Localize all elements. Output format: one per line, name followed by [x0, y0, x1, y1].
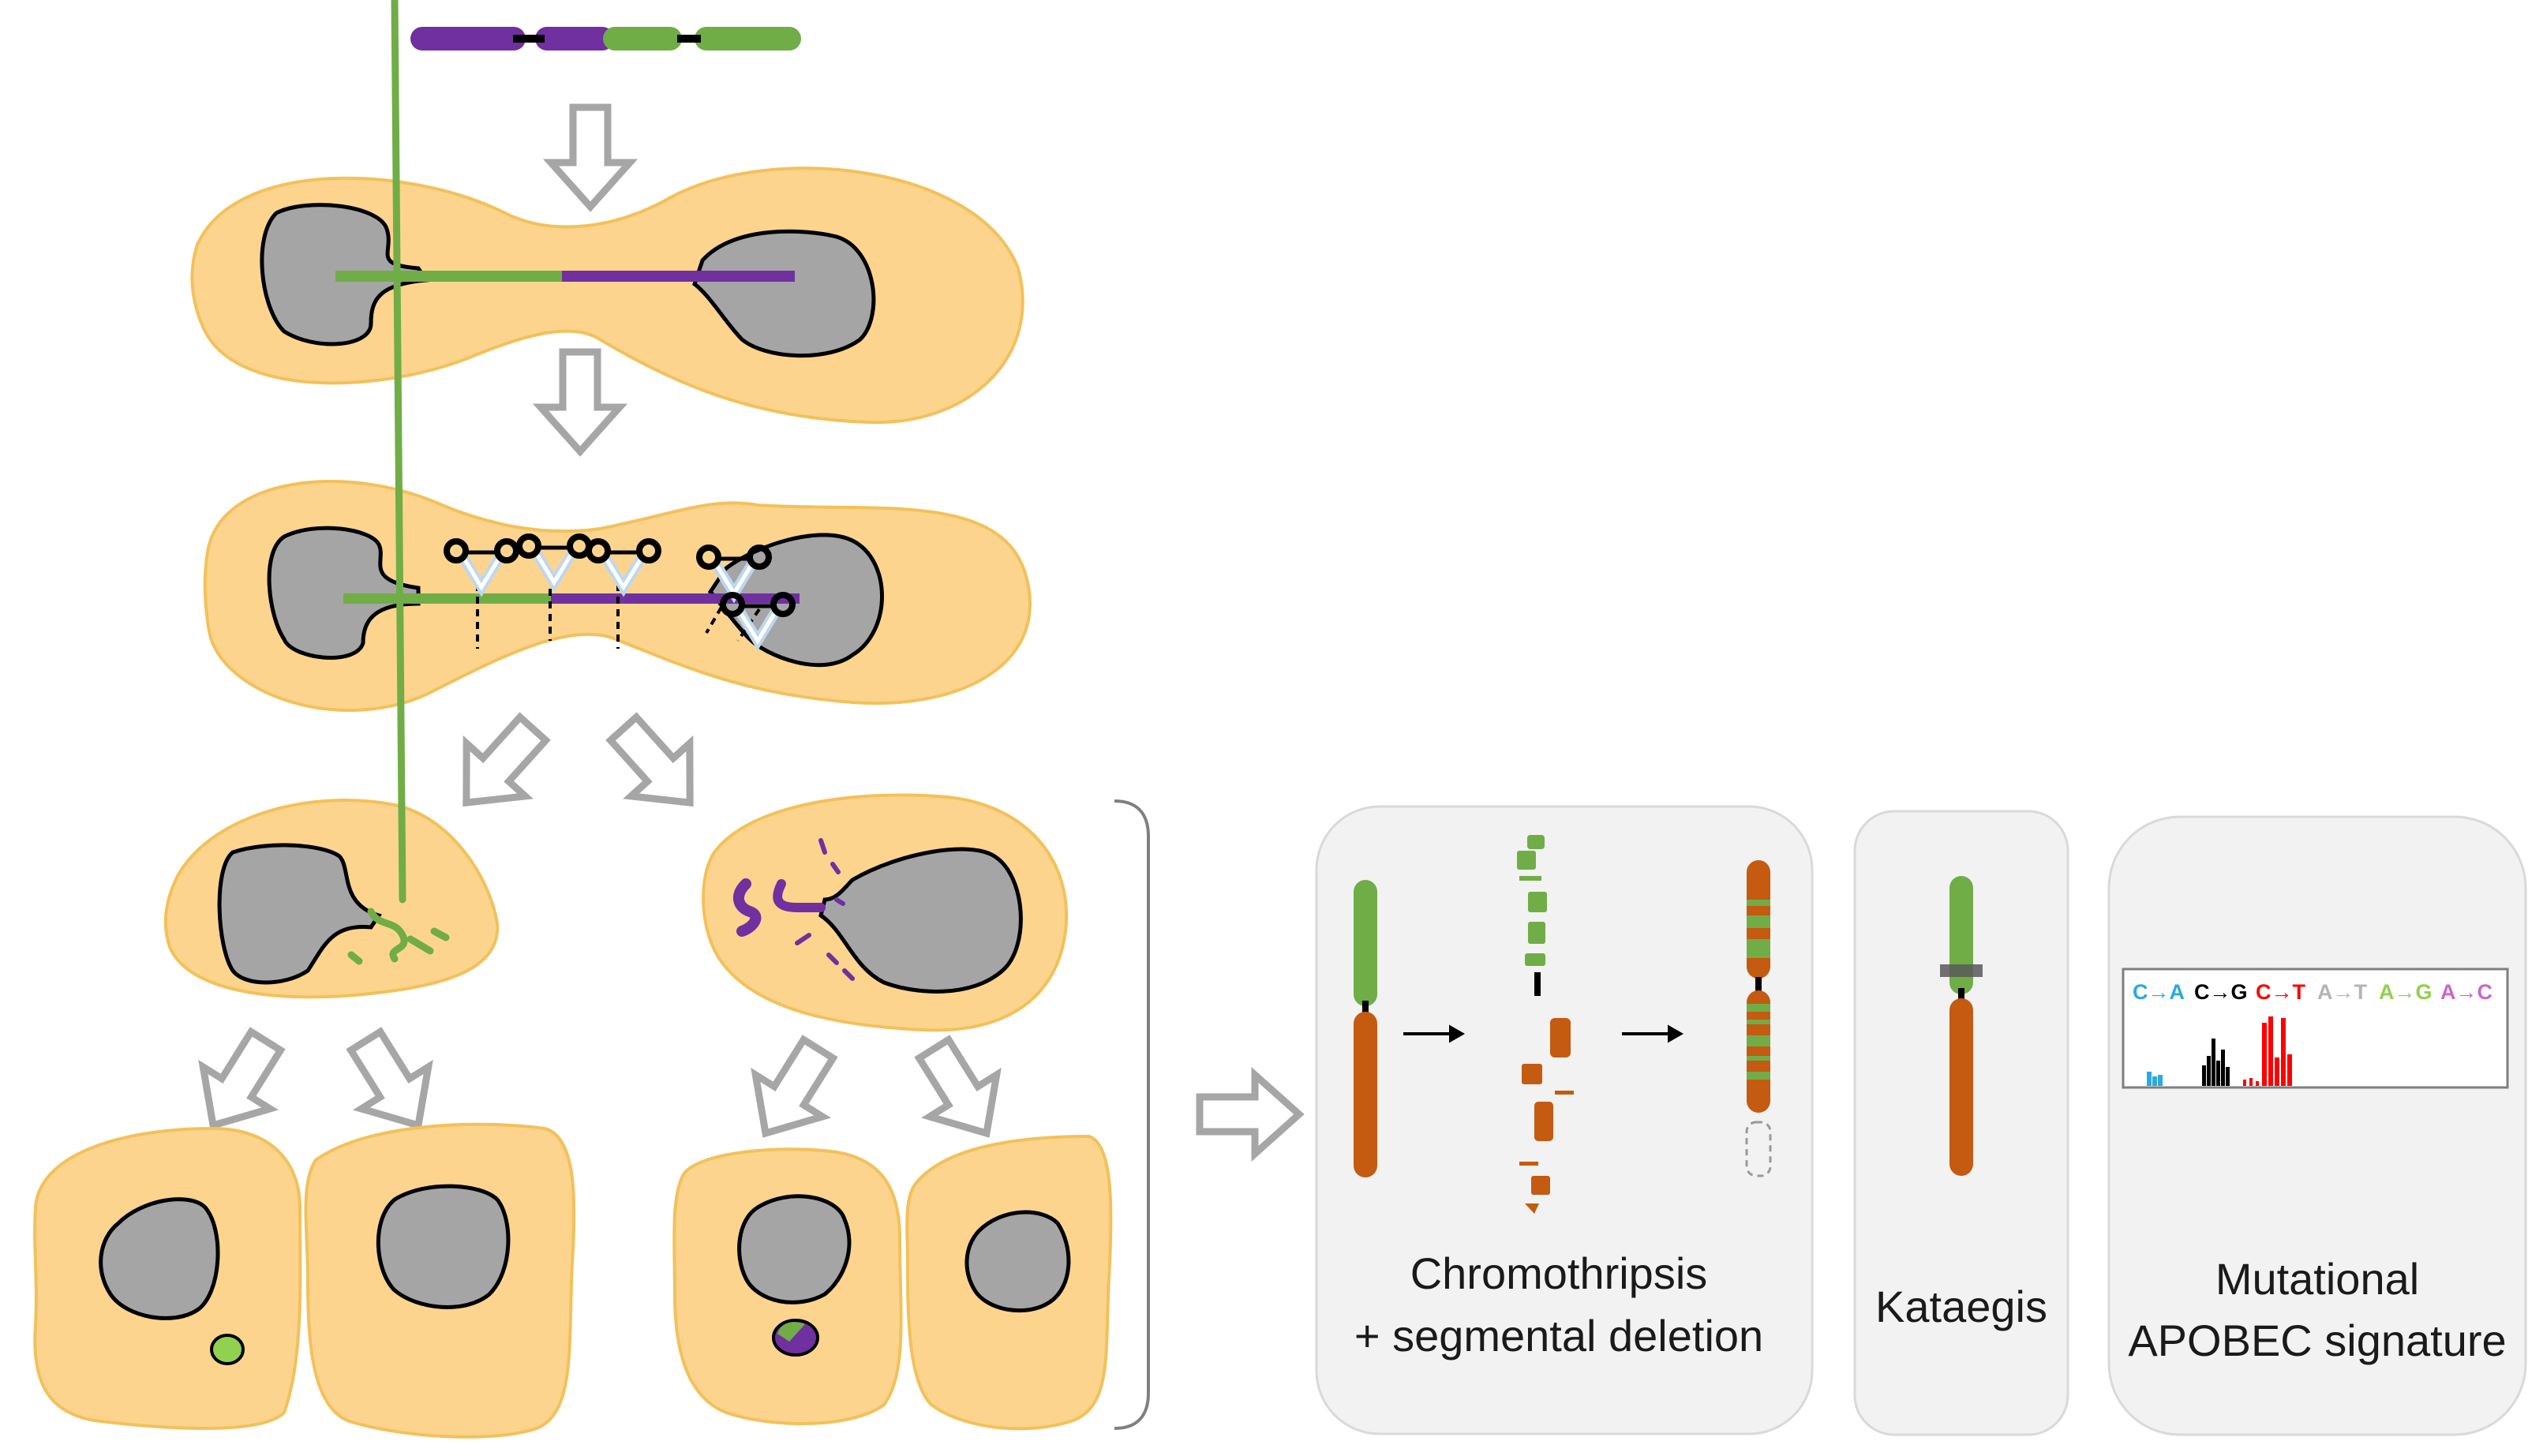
nucleus-right — [692, 229, 876, 358]
arrow-down-2 — [541, 352, 620, 451]
signature-label-c-g: C→G — [2194, 980, 2248, 1004]
process-arrow — [1403, 1024, 1466, 1043]
arrow-to-outcomes — [1200, 1075, 1299, 1154]
rearranged-chromosome — [1745, 860, 1772, 1177]
arrow-down-1 — [551, 107, 630, 207]
signature-plot-frame — [2122, 968, 2509, 1089]
granddaughter-cell-3 — [672, 1147, 903, 1425]
signature-label-a-t: A→T — [2317, 980, 2367, 1004]
granddaughter-cell-2 — [304, 1122, 576, 1439]
nucleus — [964, 1210, 1071, 1313]
caption-apobec-line1: Mutational — [2215, 1254, 2419, 1304]
caption-chromothripsis-line1: Chromothripsis — [1410, 1248, 1708, 1298]
caption-kataegis: Kataegis — [1875, 1282, 2047, 1331]
nucleus — [737, 1194, 852, 1304]
nucleus — [99, 1197, 220, 1320]
arrow-gen2-4 — [901, 1028, 1021, 1155]
shattered-chromosome — [1517, 835, 1574, 1214]
daughter-cell-left — [163, 0, 500, 999]
anaphase-bridge-cell — [190, 167, 1024, 425]
granddaughter-cell-1 — [33, 1126, 302, 1430]
granddaughter-cell-4 — [905, 1134, 1113, 1431]
panel-kataegis: Kataegis — [1853, 810, 2069, 1436]
signature-label-a-c: A→C — [2440, 980, 2492, 1004]
nucleus-left — [267, 526, 421, 660]
arrow-split-left — [437, 702, 563, 829]
input-chromosome — [410, 27, 801, 51]
arrow-split-right — [594, 702, 720, 829]
arrow-gen2-3 — [732, 1028, 852, 1155]
caption-chromothripsis-line2: + segmental deletion — [1354, 1311, 1763, 1361]
nucleus — [376, 1184, 511, 1309]
micronucleus-green — [210, 1334, 245, 1365]
nucleus — [217, 843, 382, 985]
daughter-cell-right — [702, 793, 1069, 1032]
panel-apobec: C→A C→G C→T A→T A→G A→C Mutational APOBE… — [2107, 815, 2527, 1436]
signature-bars — [2147, 1016, 2292, 1086]
signature-label-c-t: C→T — [2256, 980, 2305, 1004]
panel-chromothripsis: Chromothripsis + segmental deletion — [1315, 805, 1814, 1435]
bracket — [1114, 799, 1150, 1430]
nucleus — [818, 847, 1023, 994]
bridge-breakage-cell — [203, 480, 1032, 712]
normal-chromosome — [1354, 880, 1377, 1177]
signature-label-c-a: C→A — [2133, 980, 2185, 1004]
signature-label-a-g: A→G — [2379, 980, 2433, 1004]
caption-apobec-line2: APOBEC signature — [2128, 1316, 2506, 1365]
process-arrow — [1622, 1024, 1684, 1043]
micronucleus-mixed — [772, 1319, 819, 1357]
